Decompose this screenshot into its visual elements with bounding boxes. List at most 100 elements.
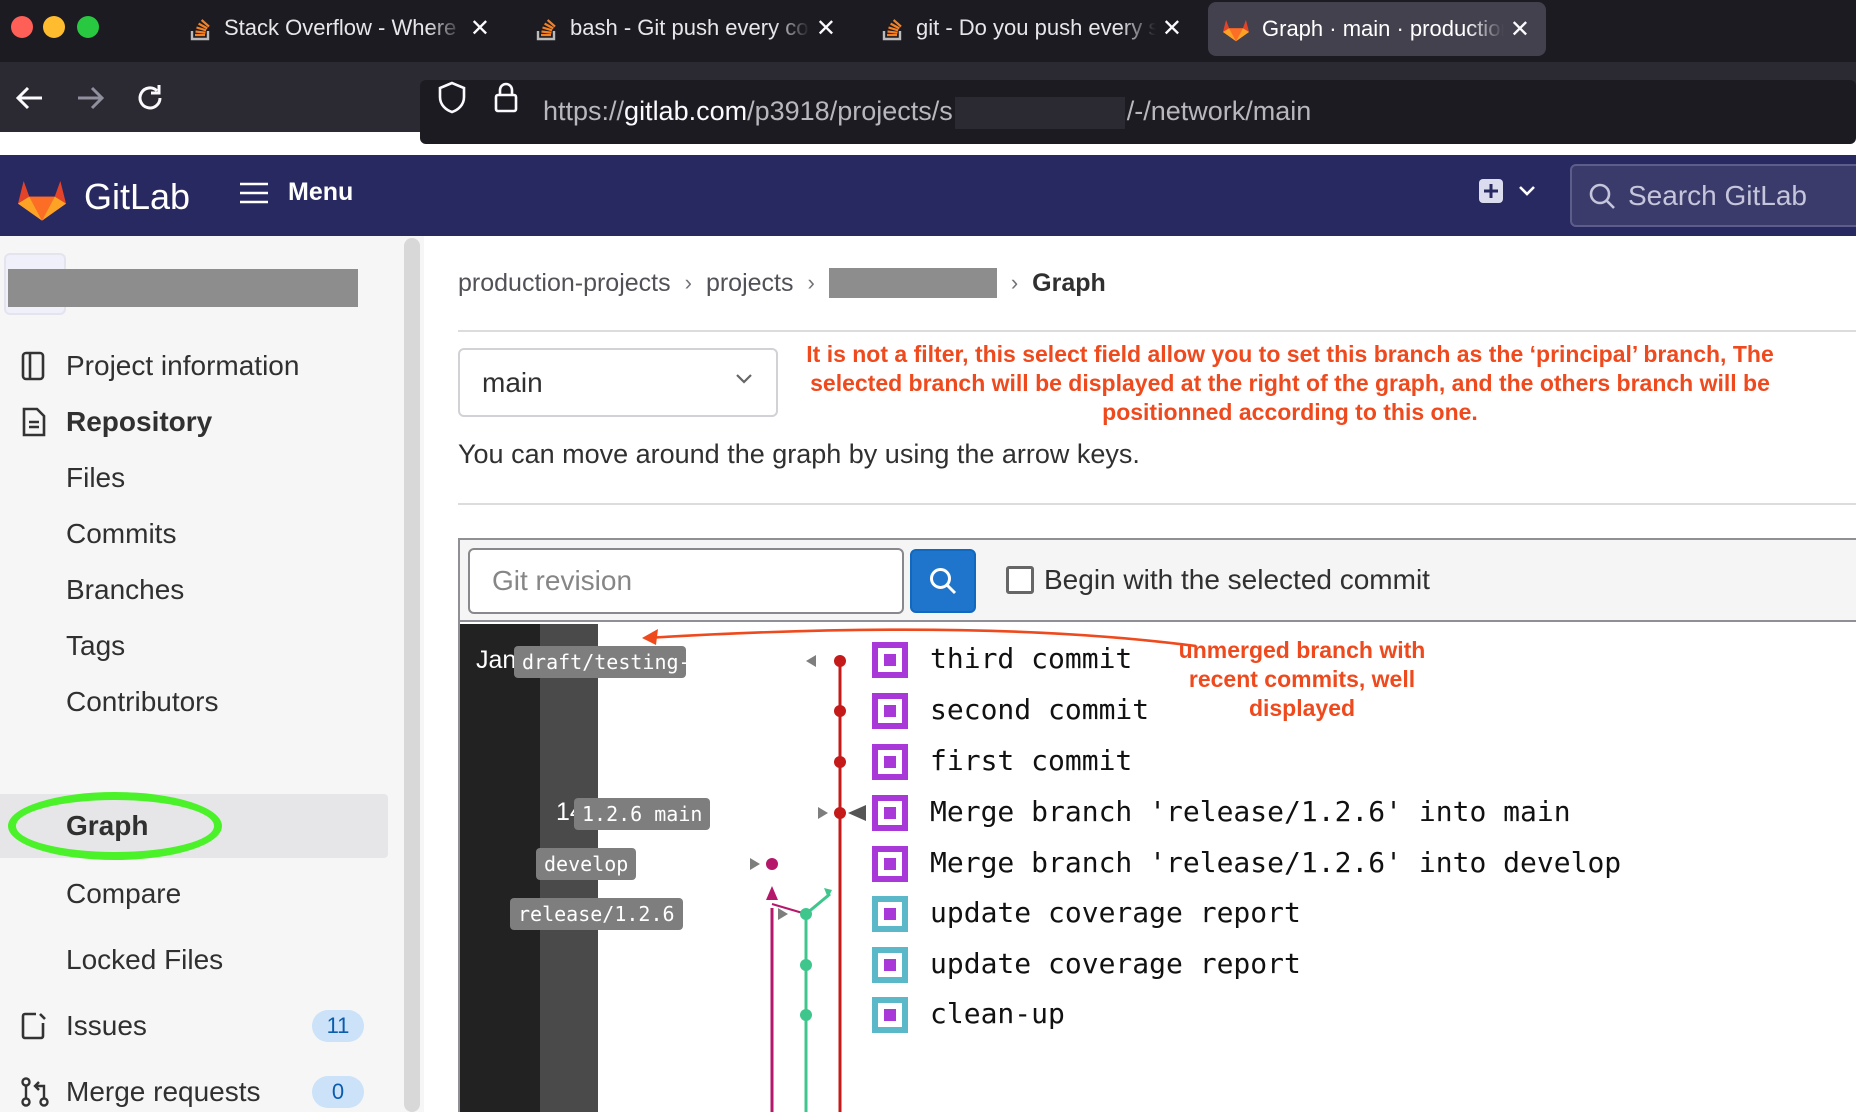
annotation-arrow [645,628,1197,648]
stackoverflow-icon [536,19,556,41]
chevron-right-icon: › [807,270,815,295]
tab-title: git - Do you push every single commit? -… [916,15,1156,40]
commit-message[interactable]: update coverage report [930,947,1301,980]
sidebar-item-repository[interactable]: Repository [0,390,390,454]
stackoverflow-icon [882,19,902,41]
commit-dot[interactable] [834,756,846,768]
commit-dot[interactable] [766,858,778,870]
breadcrumb-item[interactable]: production-projects [458,268,671,297]
sidebar-item-locked-files[interactable]: Locked Files [0,928,390,992]
browser-tab[interactable]: Stack Overflow - Where Developers Learn,… [176,0,506,56]
stackoverflow-icon [190,19,210,41]
commit-message[interactable]: Merge branch 'release/1.2.6' into develo… [930,846,1622,879]
back-arrow-icon[interactable] [12,80,48,116]
lock-icon[interactable] [492,80,520,114]
commit-message[interactable]: clean-up [930,997,1065,1030]
branch-select[interactable]: main [458,348,778,417]
gitlab-icon [1223,19,1249,42]
sidebar [0,236,424,1112]
minimize-window-button[interactable] [43,16,65,38]
maximize-window-button[interactable] [77,16,99,38]
month-column [460,624,540,1112]
branch-tag-develop[interactable]: develop [536,848,637,880]
sidebar-item-tags[interactable]: Tags [0,614,390,678]
browser-tab[interactable]: git - Do you push every single commit? -… [868,0,1198,56]
sidebar-item-compare[interactable]: Compare [0,862,390,926]
begin-with-selected-commit-label[interactable]: Begin with the selected commit [1044,564,1430,595]
redacted-breadcrumb-item[interactable] [828,268,997,298]
annotation-arrow-head-icon [642,629,658,645]
url-path-end: /-/network/main [1126,96,1312,126]
search-revision-button[interactable] [910,549,976,613]
forward-arrow-icon[interactable] [72,80,108,116]
commit-message[interactable]: first commit [930,744,1133,777]
issues-count-badge: 11 [312,1010,364,1042]
commit-graph[interactable]: Jan 25 14 draft/testing-h… 1.2.6 main de… [460,624,1856,1112]
branch-annotation: unmerged branch with recent commits, wel… [1178,637,1426,721]
tab-close-icon[interactable]: ✕ [815,14,836,42]
commit-avatar [872,642,908,678]
menu-button[interactable]: Menu [238,178,353,207]
breadcrumb-item[interactable]: projects [705,268,794,297]
commit-dot[interactable] [834,655,846,667]
sidebar-item-commits[interactable]: Commits [0,502,390,566]
tab-title: Stack Overflow - Where Developers Learn,… [224,15,464,40]
sidebar-scrollbar[interactable] [404,238,420,1112]
commit-avatar [872,744,908,780]
browser-tab[interactable]: bash - Git push every commit - Stack Ove… [522,0,852,56]
graph-help-text: You can move around the graph by using t… [458,439,1140,469]
hamburger-icon [240,182,268,203]
reload-icon[interactable] [132,80,168,116]
shield-icon[interactable] [436,80,468,114]
commit-dot[interactable] [834,705,846,717]
begin-with-selected-commit-checkbox[interactable] [1006,566,1034,594]
tab-close-icon[interactable]: ✕ [1509,15,1530,43]
tab-close-icon[interactable]: ✕ [1161,14,1182,42]
tag-pointer-icon [778,908,788,920]
sidebar-item-files[interactable]: Files [0,446,390,510]
sidebar-item-label: Repository [66,406,213,437]
search-gitlab-input[interactable]: Search GitLab [1570,164,1856,227]
commit-message[interactable]: Merge branch 'release/1.2.6' into main [930,795,1571,828]
plus-square-icon [1479,179,1503,203]
browser-tab-active[interactable]: Graph · main · production-projects ✕ [1208,2,1546,56]
breadcrumb-current: Graph [1032,268,1106,297]
sidebar-item-contributors[interactable]: Contributors [0,670,390,734]
url-path-start: /p3918/projects/s [747,96,953,126]
gitlab-brand[interactable]: GitLab [84,176,191,217]
sidebar-item-merge-requests[interactable]: Merge requests 0 [0,1060,390,1112]
sidebar-item-label: Branches [66,574,185,605]
branch-select-value: main [482,366,543,398]
select-annotation: It is not a filter, this select field al… [806,341,1774,425]
search-icon [1589,183,1615,209]
sidebar-item-issues[interactable]: Issues 11 [0,994,390,1058]
commit-avatar [872,795,908,831]
sidebar-item-graph[interactable]: Graph [0,794,388,858]
commit-message[interactable]: update coverage report [930,896,1301,929]
git-revision-input[interactable] [468,548,904,614]
sidebar-item-branches[interactable]: Branches [0,558,390,622]
commit-avatar [872,846,908,882]
sidebar-item-project-information[interactable]: Project information [0,334,390,398]
commit-message[interactable]: second commit [930,693,1150,726]
commit-dot[interactable] [800,1009,812,1021]
sidebar-item-label: Files [66,462,126,493]
new-dropdown-button[interactable] [1478,178,1536,204]
commit-dot[interactable] [800,908,812,920]
branch-tag-draft[interactable]: draft/testing-h… [514,646,686,678]
branch-tag-main[interactable]: 1.2.6 main [574,798,711,830]
branch-tag-release[interactable]: release/1.2.6 [510,898,683,930]
chevron-down-icon [736,374,752,384]
close-window-button[interactable] [11,16,33,38]
graph-month-label: Jan [476,646,517,674]
commit-dot[interactable] [834,807,846,819]
project-info-icon [21,351,45,381]
gitlab-logo-icon[interactable] [16,174,68,222]
tab-title: bash - Git push every commit - Stack Ove… [570,15,810,40]
commit-message[interactable]: third commit [930,642,1133,675]
commit-dot[interactable] [800,959,812,971]
tab-close-icon[interactable]: ✕ [469,14,490,42]
url-text[interactable]: https://gitlab.com/p3918/projects/s/-/ne… [543,96,1311,129]
commit-avatar [872,947,908,983]
address-bar[interactable] [420,80,1856,144]
